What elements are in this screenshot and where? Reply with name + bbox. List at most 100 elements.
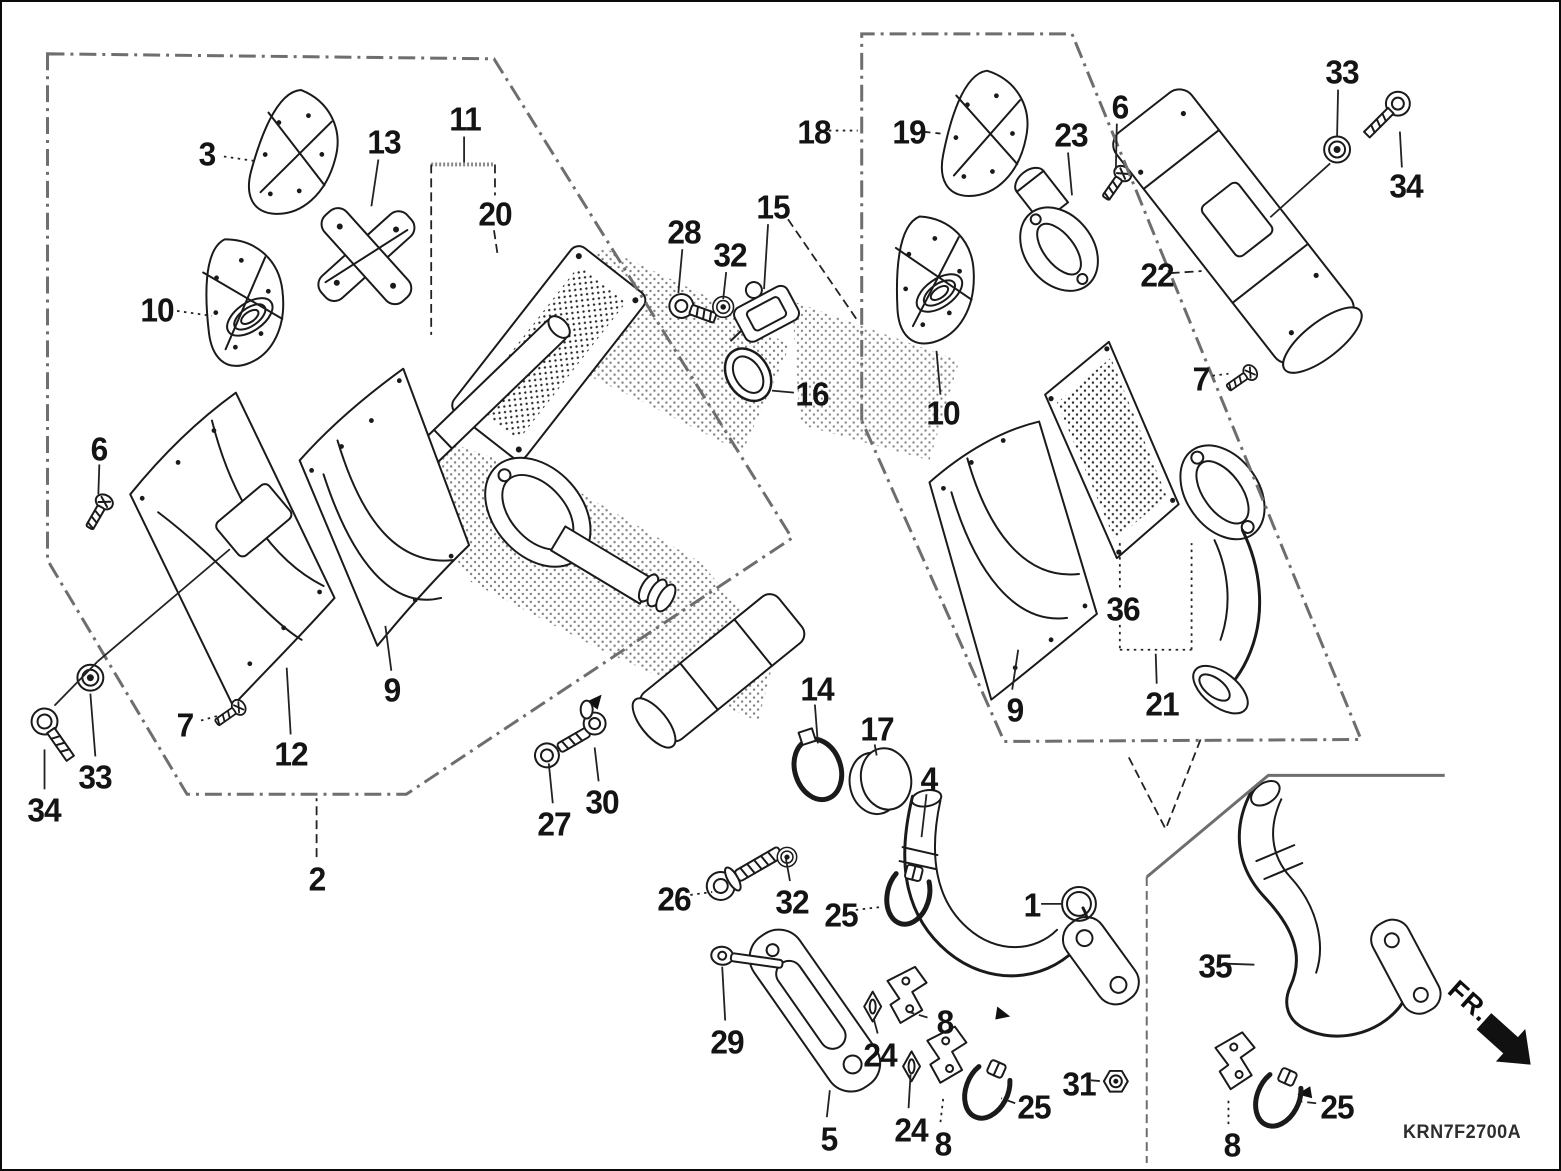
part-1-gasket-ring [1061, 885, 1097, 922]
spring-coils [637, 573, 677, 613]
part-6-screw-left [80, 490, 117, 534]
part-22-muffler-body [1112, 88, 1363, 374]
part-label-26: 26 [657, 880, 691, 918]
diagram-code: KRN7F2700A [1403, 1122, 1522, 1143]
part-8-stay-c [1210, 1029, 1265, 1092]
part-label-32: 32 [775, 883, 809, 921]
part-label-34: 34 [27, 791, 61, 829]
part-13-bracket [317, 207, 416, 306]
part-24-gasket-a [863, 990, 883, 1023]
part-27-bolt [533, 727, 591, 769]
part-label-14: 14 [800, 670, 834, 708]
part-4-exhaust-pipe [898, 789, 1140, 1020]
part-label-12: 12 [274, 735, 308, 773]
part-label-20: 20 [478, 195, 512, 233]
part-34-bolt-right [1363, 90, 1411, 139]
central-muffler-assembly [484, 456, 806, 749]
stipple-shading [431, 246, 960, 722]
group-border [46, 52, 794, 796]
part-25-clamp-c [1247, 1062, 1309, 1133]
part-28-bolt [668, 293, 718, 324]
part-3-end-cap [243, 82, 348, 224]
part-label-27: 27 [537, 805, 571, 843]
part-10-end-cap-right [883, 209, 984, 348]
part-30-nut [579, 699, 607, 736]
part-26-flange-bolt [705, 846, 784, 901]
part-label-35: 35 [1198, 947, 1232, 985]
part-label-8: 8 [934, 1125, 953, 1163]
part-label-3: 3 [198, 135, 217, 173]
part-32-washer-lower [776, 846, 798, 868]
part-9-shield-right [928, 420, 1098, 701]
part-34-bolt-left [30, 707, 75, 762]
fr-direction-label: FR. [1442, 974, 1497, 1028]
part-11-silencer-pipe [404, 315, 571, 477]
part-label-30: 30 [585, 783, 619, 821]
part-label-23: 23 [1054, 116, 1088, 154]
part-23-inlet-flange [1014, 166, 1099, 292]
part-25-clamp-a [881, 861, 936, 929]
part-label-1: 1 [1023, 886, 1042, 924]
part-label-33: 33 [78, 758, 112, 796]
part-label-24: 24 [894, 1111, 928, 1149]
part-label-28: 28 [667, 213, 701, 251]
part-19-end-cap [937, 66, 1034, 203]
part-32-washer-upper [712, 295, 735, 319]
part-label-2: 2 [308, 860, 327, 898]
part-8-stay-a [882, 964, 935, 1026]
part-label-25: 25 [1017, 1088, 1051, 1126]
part-7-screw-right [1222, 361, 1261, 396]
part-35-front-pipe [1237, 780, 1442, 1099]
part-label-31: 31 [1062, 1065, 1096, 1103]
part-label-6: 6 [1111, 88, 1130, 126]
part-12-shield [129, 391, 336, 707]
part-15-clamp-bracket [730, 281, 800, 343]
part-8-stay-b [922, 1023, 975, 1085]
part-24-gasket-b [902, 1050, 922, 1083]
part-label-15: 15 [756, 188, 790, 226]
part-7-screw-left [211, 696, 250, 731]
part-6-screw-right [1097, 161, 1136, 205]
part-label-17: 17 [860, 710, 894, 748]
part-16-joint-collar [723, 347, 773, 403]
group-border [1145, 773, 1445, 879]
part-label-33: 33 [1325, 53, 1359, 91]
part-36-perforated-plate [1044, 340, 1180, 560]
part-label-16: 16 [795, 375, 829, 413]
part-label-25: 25 [1320, 1088, 1354, 1126]
part-label-9: 9 [383, 671, 402, 709]
part-label-7: 7 [1192, 360, 1211, 398]
part-label-21: 21 [1145, 685, 1179, 723]
part-label-7: 7 [176, 706, 195, 744]
part-29-bolt [710, 945, 784, 969]
part-label-34: 34 [1389, 167, 1423, 205]
part-label-18: 18 [797, 113, 831, 151]
part-label-10: 10 [140, 291, 174, 329]
group-border [860, 32, 1364, 743]
part-10-end-cap-left [189, 228, 298, 372]
part-label-29: 29 [710, 1023, 744, 1061]
part-9-shield-left [298, 367, 471, 647]
part-label-5: 5 [820, 1120, 839, 1158]
part-label-32: 32 [713, 236, 747, 274]
part-label-19: 19 [892, 113, 926, 151]
part-label-4: 4 [920, 760, 939, 798]
part-label-10: 10 [926, 394, 960, 432]
part-33-washer-left [76, 663, 105, 692]
part-5-pipe-protector [748, 928, 882, 1093]
part-label-11: 11 [449, 100, 482, 138]
part-label-22: 22 [1140, 256, 1174, 294]
part-14-pipe-clamp [791, 727, 845, 803]
part-label-8: 8 [936, 1003, 955, 1041]
part-label-8: 8 [1223, 1126, 1242, 1164]
part-21-tail-pipe [1179, 444, 1266, 715]
part-17-joint-band [848, 747, 913, 816]
part-label-9: 9 [1006, 691, 1025, 729]
part-33-washer-right [1323, 135, 1352, 164]
part-label-36: 36 [1106, 590, 1140, 628]
part-label-24: 24 [863, 1036, 897, 1074]
part-label-25: 25 [824, 896, 858, 934]
